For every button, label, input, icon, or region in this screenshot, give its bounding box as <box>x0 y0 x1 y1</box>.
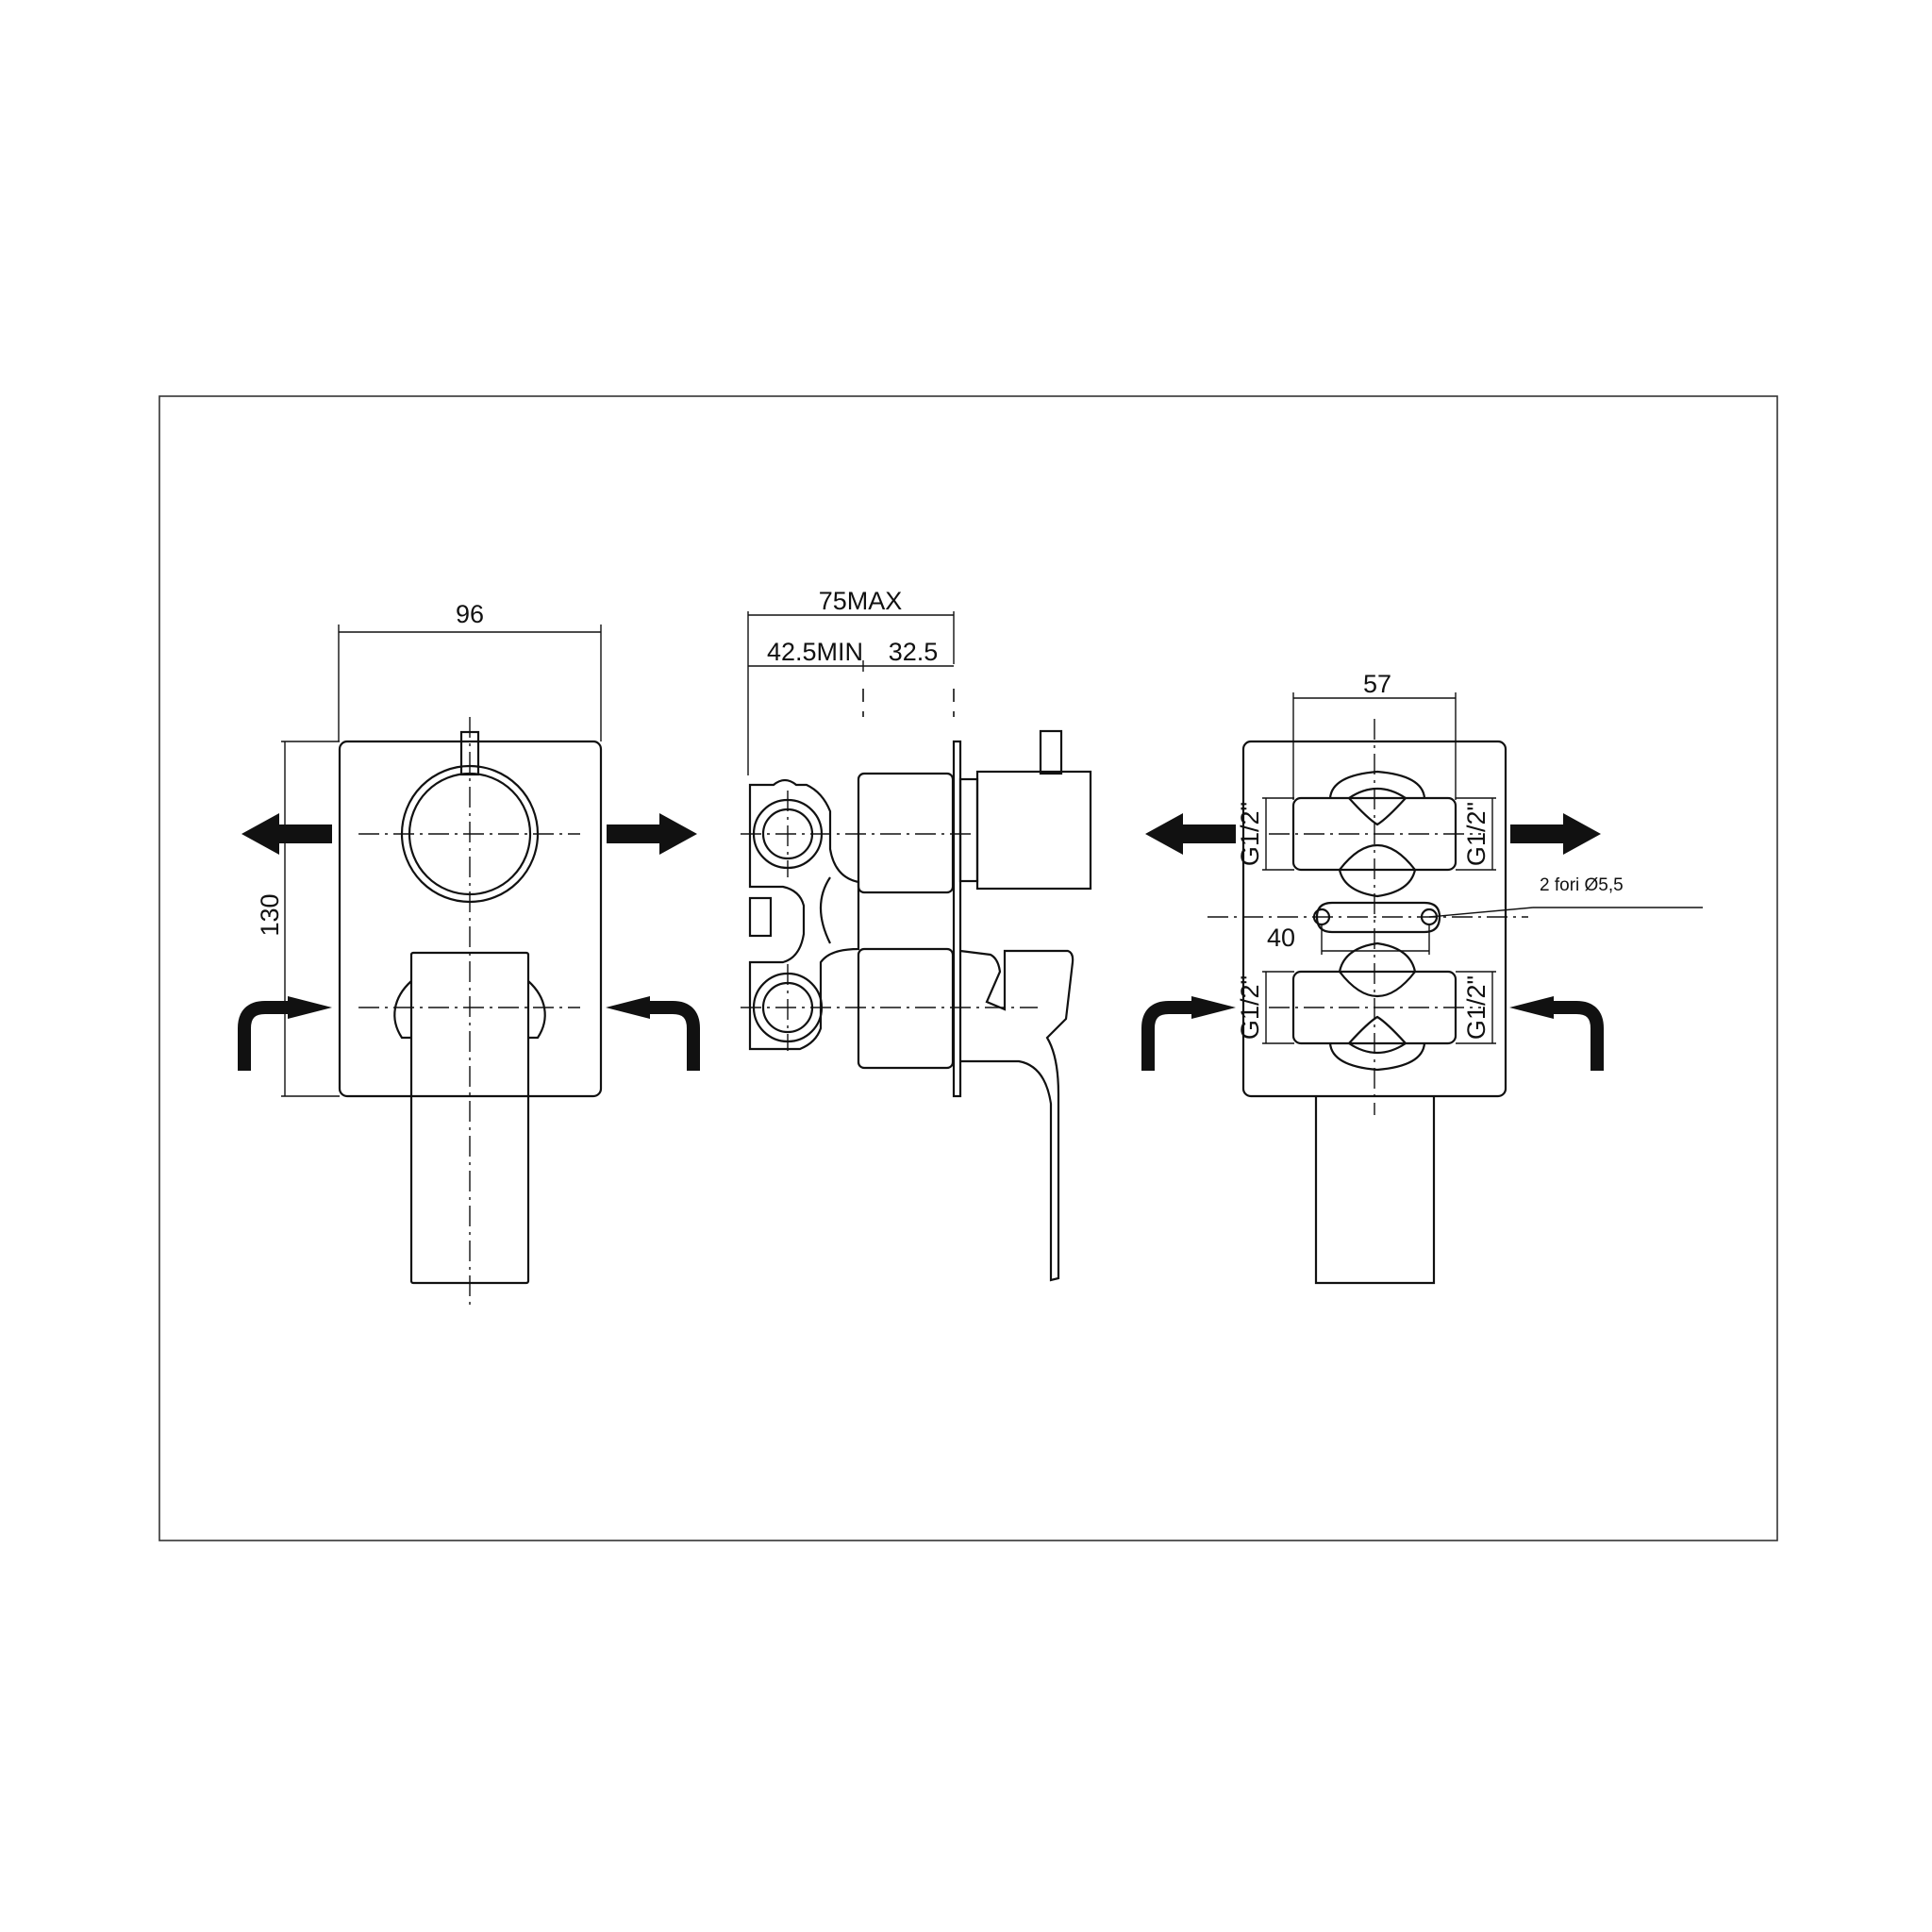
rear-hole-spacing-label: 40 <box>1267 924 1295 952</box>
rear-lever <box>1314 1096 1436 1285</box>
side-depth-dimensions: 75MAX 42.5MIN 32.5 <box>747 587 955 775</box>
rear-inlet-spacing-dimension: 57 <box>1292 670 1457 800</box>
outlet-arrow-left <box>242 813 332 855</box>
front-width-dimension: 96 <box>338 600 602 741</box>
side-trim-depth-label: 32.5 <box>889 638 939 666</box>
inlet-hook-right <box>645 1001 700 1071</box>
inlet-hook-left <box>238 1001 292 1071</box>
thread-label-lower-right: G1/2" <box>1462 975 1491 1040</box>
side-max-depth-label: 75MAX <box>819 587 903 615</box>
front-cover-plate <box>338 740 603 1098</box>
outlet-arrow-right <box>607 813 697 855</box>
side-wall-plate <box>952 740 962 1098</box>
side-cartridge-lower <box>857 947 955 1070</box>
rear-mounting-bracket <box>1315 901 1441 934</box>
front-view: 96 130 <box>238 600 700 1307</box>
side-min-depth-label: 42.5MIN <box>767 638 863 666</box>
thread-label-upper-left: G1/2" <box>1236 802 1264 866</box>
mount-holes-note: 2 fori Ø5,5 <box>1540 875 1624 895</box>
rear-inlet-hook-right <box>1549 1001 1604 1071</box>
front-height-dimension: 130 <box>256 741 340 1097</box>
front-width-label: 96 <box>456 600 484 628</box>
side-knob-pin <box>1039 729 1063 775</box>
side-cartridge-upper <box>857 772 955 894</box>
thread-label-upper-right: G1/2" <box>1462 802 1491 866</box>
thread-label-lower-left: G1/2" <box>1236 975 1264 1040</box>
side-view: 75MAX 42.5MIN 32.5 <box>741 587 1092 1282</box>
front-height-label: 130 <box>256 893 284 936</box>
valve-body <box>748 778 860 1051</box>
rear-outlet-arrow-right <box>1510 813 1601 855</box>
side-plug <box>748 896 773 938</box>
drawing-frame <box>158 395 1778 1541</box>
side-lever <box>959 949 1074 1282</box>
rear-view: 57 40 2 fori Ø5,5 G1/2" <box>1141 670 1703 1285</box>
rear-outlet-arrow-left <box>1145 813 1236 855</box>
rear-inlet-spacing-label: 57 <box>1363 670 1391 698</box>
rear-inlet-hook-left <box>1141 1001 1196 1071</box>
side-knob <box>975 770 1092 891</box>
